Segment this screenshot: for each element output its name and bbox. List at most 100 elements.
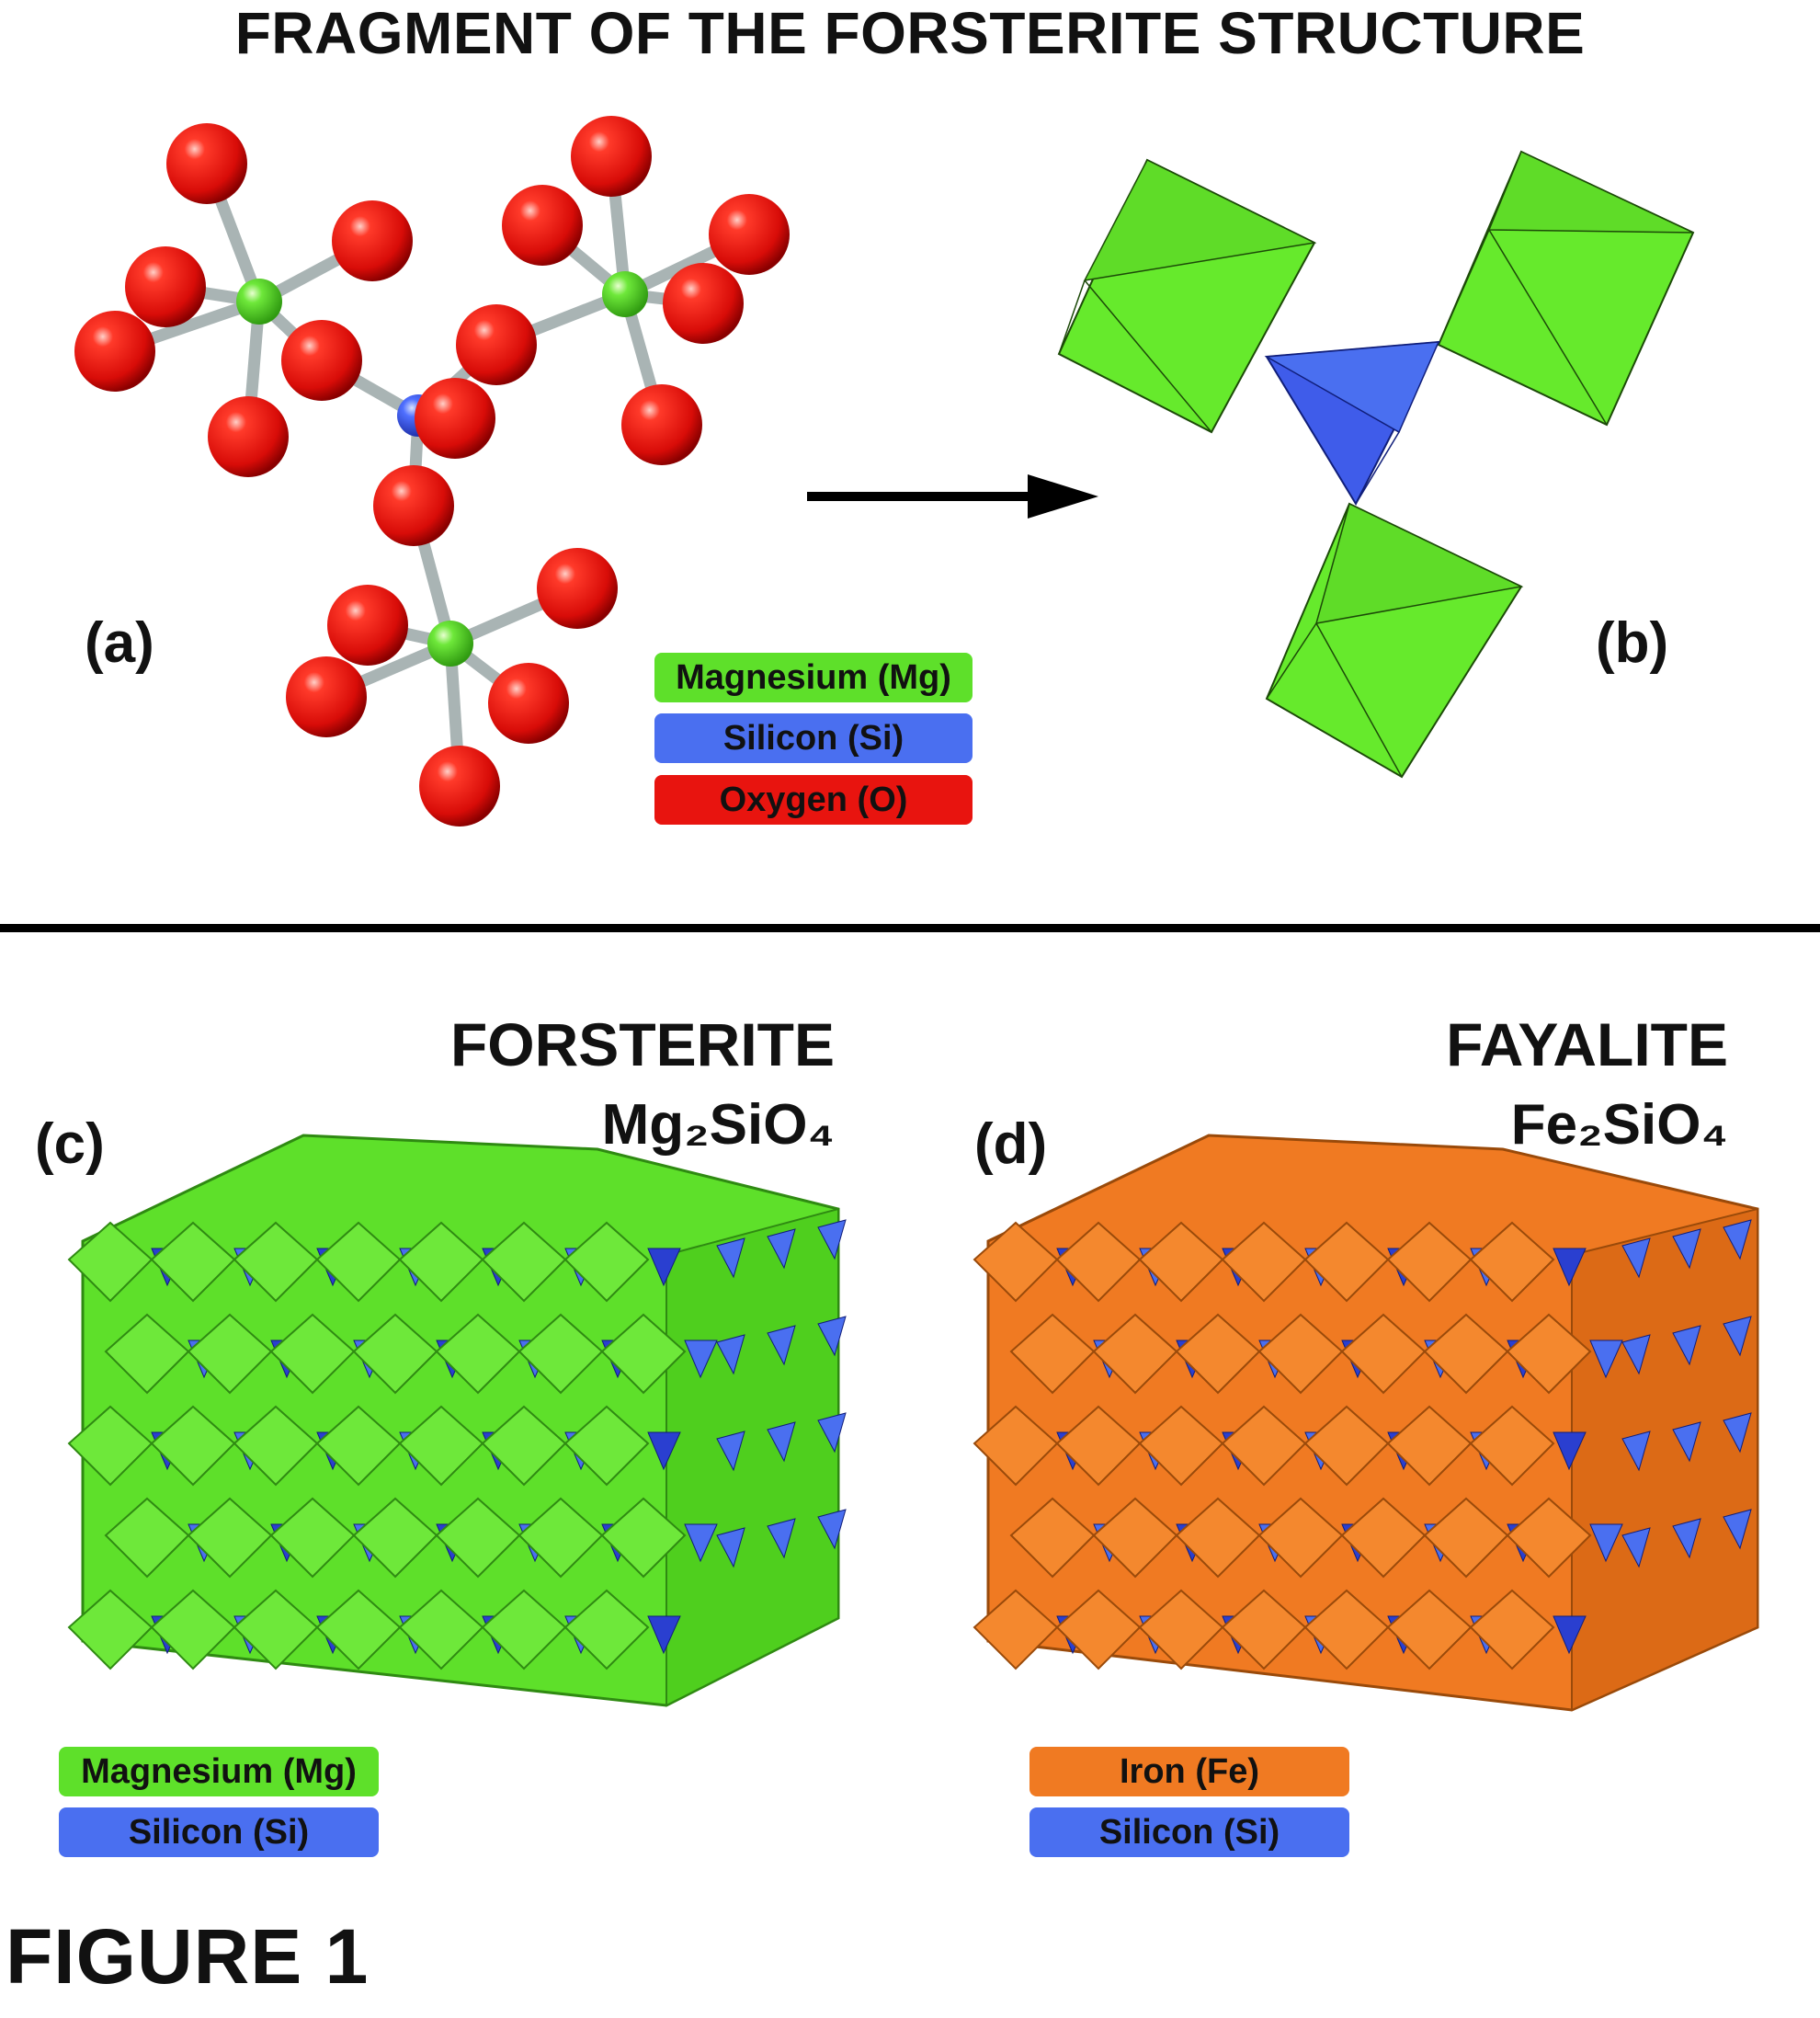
octahedron (1009, 1313, 1096, 1395)
tetrahedron (767, 1325, 796, 1366)
oxygen-atom (571, 116, 652, 197)
octahedron (1138, 1589, 1224, 1670)
oxygen-atom (373, 465, 454, 546)
octahedron (600, 1497, 687, 1579)
octahedron (233, 1589, 319, 1670)
octahedron (1175, 1497, 1261, 1579)
octahedron (1175, 1313, 1261, 1395)
octahedron (481, 1221, 567, 1303)
octahedron (187, 1313, 273, 1395)
magnesium-atom (427, 621, 473, 667)
octahedron (352, 1497, 438, 1579)
tetrahedron (716, 1431, 745, 1472)
octahedron (1386, 1589, 1473, 1670)
tetrahedron (817, 1316, 847, 1357)
tetrahedron (817, 1509, 847, 1550)
tetrahedron (817, 1412, 847, 1454)
octahedron (1055, 1221, 1142, 1303)
forsterite-lattice (67, 1134, 847, 1707)
octahedron (150, 1589, 236, 1670)
forsterite-formula: Mg₂SiO₄ (601, 1093, 835, 1157)
octahedron (973, 1589, 1059, 1670)
section-divider (0, 924, 1820, 932)
polyhedral-model (1057, 150, 1695, 779)
oxygen-atom (208, 396, 289, 477)
tetrahedron (1672, 1228, 1701, 1270)
oxygen-atom (663, 263, 744, 344)
octahedron (187, 1497, 273, 1579)
oxygen-atom (415, 378, 495, 459)
octahedron (1506, 1313, 1592, 1395)
octahedron (1138, 1221, 1224, 1303)
figure-label: FIGURE 1 (6, 1913, 370, 2000)
tetrahedron (1723, 1219, 1752, 1260)
octahedron (481, 1589, 567, 1670)
octahedron (435, 1497, 521, 1579)
octahedron (398, 1589, 484, 1670)
magnesium-atom (602, 271, 648, 317)
oxygen-atom (125, 246, 206, 327)
mg-octahedron-bottom (1265, 502, 1524, 779)
tetrahedron (767, 1228, 796, 1270)
octahedron (563, 1589, 650, 1670)
tetrahedron (1723, 1509, 1752, 1550)
octahedron (1257, 1497, 1344, 1579)
forsterite-name: FORSTERITE (449, 1010, 835, 1078)
fayalite-name: FAYALITE (1446, 1010, 1728, 1078)
octahedron (1138, 1405, 1224, 1487)
tetrahedron (1589, 1523, 1623, 1563)
octahedron (1386, 1221, 1473, 1303)
tetrahedron (1621, 1334, 1651, 1375)
octahedron (315, 1589, 402, 1670)
tetrahedron (1553, 1431, 1587, 1471)
tetrahedron (647, 1248, 681, 1287)
octahedron (973, 1405, 1059, 1487)
tetrahedron (1672, 1518, 1701, 1559)
legend-forsterite-silicon: Silicon (Si) (59, 1807, 379, 1857)
legend-oxygen: Oxygen (O) (654, 775, 973, 825)
octahedron (233, 1405, 319, 1487)
octahedron (269, 1313, 356, 1395)
octahedron (1257, 1313, 1344, 1395)
panel-label-d: (d) (974, 1112, 1048, 1176)
octahedron (1423, 1497, 1509, 1579)
tetrahedron (716, 1334, 745, 1375)
tetrahedron (1723, 1316, 1752, 1357)
oxygen-atom (327, 585, 408, 666)
oxygen-atom (502, 185, 583, 266)
legend-forsterite-magnesium: Magnesium (Mg) (59, 1747, 379, 1796)
octahedron (1009, 1497, 1096, 1579)
octahedron (1221, 1589, 1307, 1670)
tetrahedron (1723, 1412, 1752, 1454)
panel-label-a: (a) (85, 611, 154, 675)
octahedron (233, 1221, 319, 1303)
octahedron (1303, 1405, 1390, 1487)
tetrahedron (647, 1431, 681, 1471)
oxygen-atom (621, 384, 702, 465)
octahedron (481, 1405, 567, 1487)
ball-and-stick-model (74, 116, 790, 827)
oxygen-atom (74, 311, 155, 392)
oxygen-atom (166, 123, 247, 204)
octahedron (435, 1313, 521, 1395)
tetrahedron (1621, 1431, 1651, 1472)
tetrahedron (1621, 1237, 1651, 1279)
octahedron (1469, 1221, 1555, 1303)
octahedron (352, 1313, 438, 1395)
mg-octahedron-left (1057, 158, 1317, 434)
legend-silicon: Silicon (Si) (654, 713, 973, 763)
octahedron (1303, 1221, 1390, 1303)
octahedron (1221, 1221, 1307, 1303)
octahedron (315, 1221, 402, 1303)
tetrahedron (767, 1421, 796, 1463)
octahedron (150, 1221, 236, 1303)
tetrahedron (1672, 1421, 1701, 1463)
tetrahedron (716, 1527, 745, 1568)
octahedron (1469, 1405, 1555, 1487)
magnesium-atom (236, 279, 282, 325)
octahedron (1386, 1405, 1473, 1487)
octahedron (104, 1497, 190, 1579)
fayalite-lattice (973, 1134, 1759, 1712)
octahedron (1055, 1405, 1142, 1487)
